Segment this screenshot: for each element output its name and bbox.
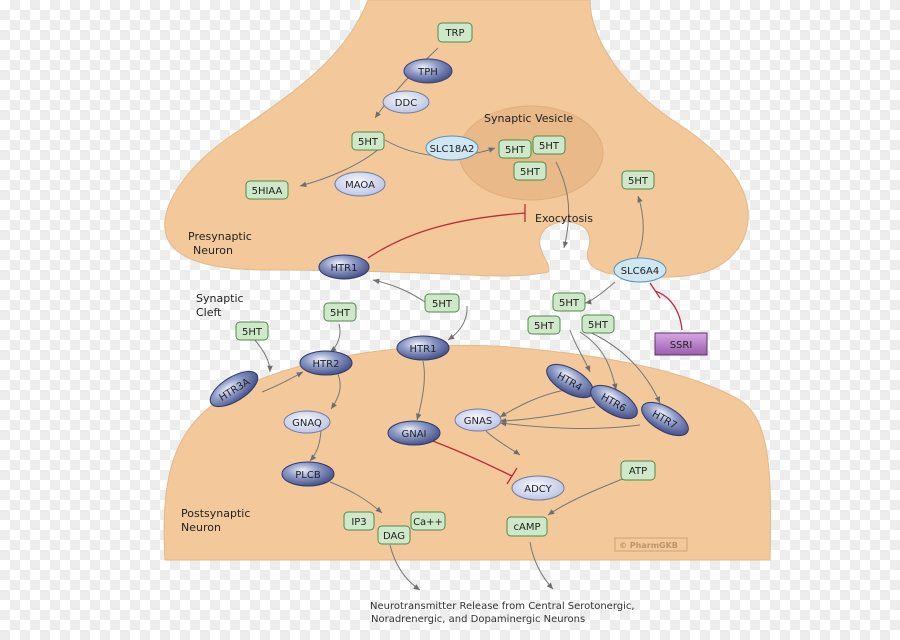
svg-text:TRP: TRP xyxy=(444,28,464,39)
gnai-protein[interactable]: GNAI xyxy=(387,420,441,446)
svg-text:TPH: TPH xyxy=(417,67,438,78)
svg-text:5HT: 5HT xyxy=(358,137,379,148)
serotonin-vesicle-2[interactable]: 5HT xyxy=(532,135,566,155)
svg-text:IP3: IP3 xyxy=(351,517,366,528)
svg-text:5HT: 5HT xyxy=(242,327,263,338)
synaptic-cleft-label-1: Synaptic xyxy=(196,292,244,305)
adcy-enzyme[interactable]: ADCY xyxy=(511,475,565,501)
calcium-molecule[interactable]: Ca++ xyxy=(410,511,446,531)
svg-text:HTR2: HTR2 xyxy=(313,359,340,370)
gnas-enzyme[interactable]: GNAS xyxy=(454,408,502,432)
htr6-receptor[interactable]: HTR6 xyxy=(585,379,642,426)
htr3a-receptor[interactable]: HTR3A xyxy=(205,365,264,414)
tph-enzyme[interactable]: TPH xyxy=(403,58,453,84)
svg-text:5HT: 5HT xyxy=(588,320,609,331)
copyright-badge xyxy=(614,537,688,552)
dag-molecule[interactable]: DAG xyxy=(377,525,411,545)
svg-text:GNAI: GNAI xyxy=(401,429,426,440)
synaptic-cleft-label-2: Cleft xyxy=(196,306,222,319)
copyright-text: © PharmGKB xyxy=(619,541,678,550)
5hiaa-molecule[interactable]: 5HIAA xyxy=(245,180,289,200)
ddc-enzyme[interactable]: DDC xyxy=(382,90,430,114)
ip3-molecule[interactable]: IP3 xyxy=(343,511,375,531)
svg-text:DAG: DAG xyxy=(383,531,405,542)
svg-text:MAOA: MAOA xyxy=(345,180,375,191)
presynaptic-label-2: Neuron xyxy=(193,244,233,257)
svg-text:GNAS: GNAS xyxy=(464,416,492,427)
svg-text:cAMP: cAMP xyxy=(514,522,541,533)
caption-line-2: Noradrenergic, and Dopaminergic Neurons xyxy=(371,614,585,625)
svg-text:SSRI: SSRI xyxy=(670,340,693,351)
camp-molecule[interactable]: cAMP xyxy=(506,516,548,537)
serotonin-cleft-right-3[interactable]: 5HT xyxy=(581,314,615,334)
caption-line-1: Neurotransmitter Release from Central Se… xyxy=(370,601,635,612)
svg-text:5HT: 5HT xyxy=(432,299,453,310)
slc6a4-transporter[interactable]: SLC6A4 xyxy=(613,257,667,283)
atp-molecule[interactable]: ATP xyxy=(620,460,656,481)
svg-text:GNAQ: GNAQ xyxy=(292,418,322,429)
inhibition-lines xyxy=(367,204,683,485)
synaptic-vesicle-label: Synaptic Vesicle xyxy=(484,112,573,125)
serotonin-cleft-right-1[interactable]: 5HT xyxy=(552,292,586,312)
gnaq-enzyme[interactable]: GNAQ xyxy=(283,410,331,434)
serotonin-vesicle-3[interactable]: 5HT xyxy=(513,161,547,181)
svg-text:ATP: ATP xyxy=(629,466,647,477)
postsynaptic-label-2: Neuron xyxy=(181,521,221,534)
exocytosis-label: Exocytosis xyxy=(535,212,593,225)
svg-text:ADCY: ADCY xyxy=(524,484,552,495)
svg-text:SLC6A4: SLC6A4 xyxy=(621,266,659,277)
serotonin-vesicle-1[interactable]: 5HT xyxy=(498,139,532,159)
serotonin-presynaptic[interactable]: 5HT xyxy=(351,131,385,151)
region-labels: Presynaptic Neuron Synaptic Cleft Postsy… xyxy=(181,112,635,625)
maoa-enzyme[interactable]: MAOA xyxy=(334,171,386,197)
svg-text:5HT: 5HT xyxy=(534,321,555,332)
serotonin-cleft-left-1[interactable]: 5HT xyxy=(323,302,357,322)
svg-text:PLCB: PLCB xyxy=(295,470,321,481)
ssri-drug[interactable]: SSRI xyxy=(654,332,708,356)
svg-text:5HT: 5HT xyxy=(330,308,351,319)
svg-text:HTR1: HTR1 xyxy=(410,344,437,355)
serotonin-cleft-right-2[interactable]: 5HT xyxy=(527,315,561,335)
svg-text:SLC18A2: SLC18A2 xyxy=(430,144,475,155)
presynaptic-label-1: Presynaptic xyxy=(188,230,252,243)
svg-text:Ca++: Ca++ xyxy=(413,517,443,528)
svg-text:DDC: DDC xyxy=(395,98,417,109)
svg-text:5HT: 5HT xyxy=(539,141,560,152)
htr7-receptor[interactable]: HTR7 xyxy=(636,396,693,443)
svg-text:5HT: 5HT xyxy=(628,176,649,187)
serotonin-reuptake[interactable]: 5HT xyxy=(621,170,655,190)
receptors: HTR1 HTR2 HTR1 GNAI PLCB HTR3A HTR4 HTR6… xyxy=(205,254,693,487)
htr2-receptor[interactable]: HTR2 xyxy=(299,350,353,376)
htr1-presynaptic-receptor[interactable]: HTR1 xyxy=(318,254,370,280)
enzymes: TPH DDC MAOA GNAQ GNAS ADCY xyxy=(283,58,565,501)
trp-molecule[interactable]: TRP xyxy=(437,22,473,43)
plcb-protein[interactable]: PLCB xyxy=(281,461,335,487)
svg-text:5HT: 5HT xyxy=(505,145,526,156)
svg-text:HTR1: HTR1 xyxy=(331,263,358,274)
serotonin-cleft-center[interactable]: 5HT xyxy=(424,293,460,313)
htr1-postsynaptic-receptor[interactable]: HTR1 xyxy=(396,335,450,361)
htr4-receptor[interactable]: HTR4 xyxy=(541,358,598,405)
molecules: TRP 5HT 5HT 5HT 5HT 5HIAA 5HT 5HT 5HT 5H… xyxy=(235,22,656,545)
svg-text:5HT: 5HT xyxy=(520,167,541,178)
transporters: SLC18A2 SLC6A4 xyxy=(425,135,667,283)
pathway-arrows xyxy=(253,47,661,591)
serotonin-cleft-left-2[interactable]: 5HT xyxy=(235,321,269,341)
svg-text:5HIAA: 5HIAA xyxy=(252,186,283,197)
slc18a2-transporter[interactable]: SLC18A2 xyxy=(425,135,479,161)
svg-text:5HT: 5HT xyxy=(559,298,580,309)
postsynaptic-label-1: Postsynaptic xyxy=(181,507,250,520)
